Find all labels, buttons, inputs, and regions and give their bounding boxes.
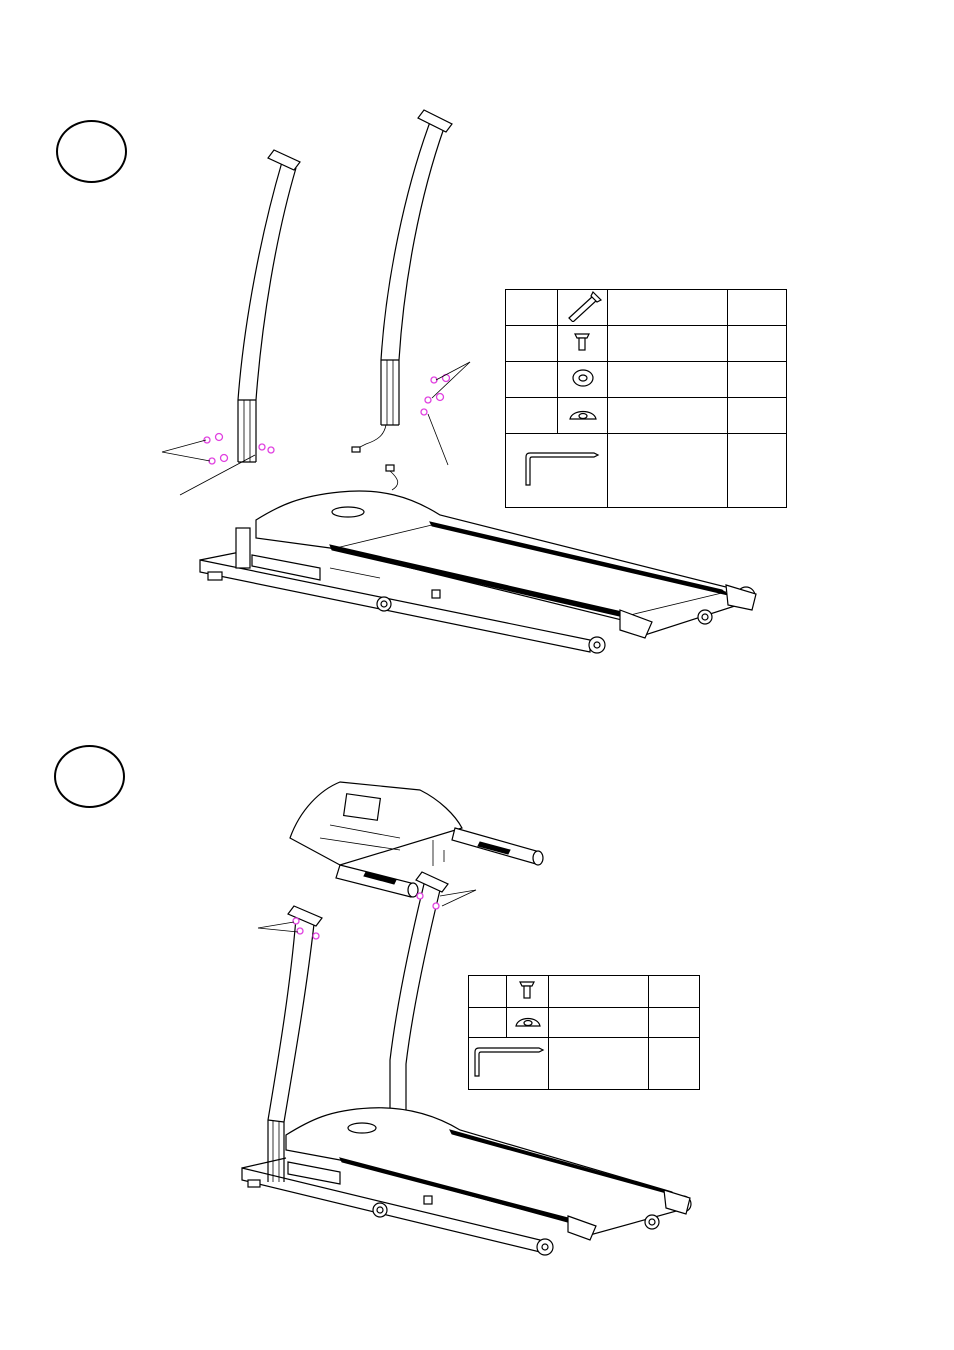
- part-qty: [727, 433, 787, 508]
- curved-washer-icon: [557, 397, 608, 434]
- left-upright-post: [257, 905, 323, 1182]
- step-1-illustration: [161, 109, 757, 654]
- right-upright-post: [389, 871, 477, 1112]
- step-1-parts-table: [505, 289, 787, 508]
- bolt-long-icon: [557, 289, 608, 326]
- part-name: [607, 325, 728, 362]
- treadmill-base: [241, 1107, 692, 1256]
- parts-row: [468, 1007, 700, 1038]
- step-2-parts-table: [468, 975, 700, 1090]
- allen-key-icon: [505, 433, 608, 508]
- part-name: [607, 433, 728, 508]
- part-code: [468, 975, 507, 1008]
- part-qty: [648, 1007, 700, 1038]
- console-assembly: [289, 781, 544, 898]
- part-code: [505, 325, 558, 362]
- right-upright-post: [351, 109, 453, 453]
- parts-row: [505, 289, 787, 326]
- part-name: [548, 1037, 649, 1090]
- right-hardware-bolts: [420, 361, 471, 466]
- part-name: [548, 975, 649, 1008]
- left-hardware-bolts: [161, 432, 275, 496]
- step-2-number-circle: [54, 745, 125, 808]
- bolt-short-icon: [506, 975, 549, 1008]
- parts-row: [505, 397, 787, 434]
- step-1-number-circle: [56, 120, 127, 183]
- part-code: [505, 361, 558, 398]
- left-upright-post: [237, 149, 301, 463]
- part-code: [505, 397, 558, 434]
- parts-row: [468, 975, 700, 1008]
- part-qty: [648, 1037, 700, 1090]
- part-code: [468, 1007, 507, 1038]
- part-qty: [727, 289, 787, 326]
- parts-row: [468, 1037, 700, 1090]
- allen-key-icon: [468, 1037, 549, 1090]
- part-qty: [727, 397, 787, 434]
- part-code: [505, 289, 558, 326]
- part-qty: [648, 975, 700, 1008]
- treadmill-base: [199, 464, 757, 654]
- parts-row: [505, 325, 787, 362]
- part-name: [548, 1007, 649, 1038]
- curved-washer-icon: [506, 1007, 549, 1038]
- part-qty: [727, 361, 787, 398]
- parts-row: [505, 433, 787, 508]
